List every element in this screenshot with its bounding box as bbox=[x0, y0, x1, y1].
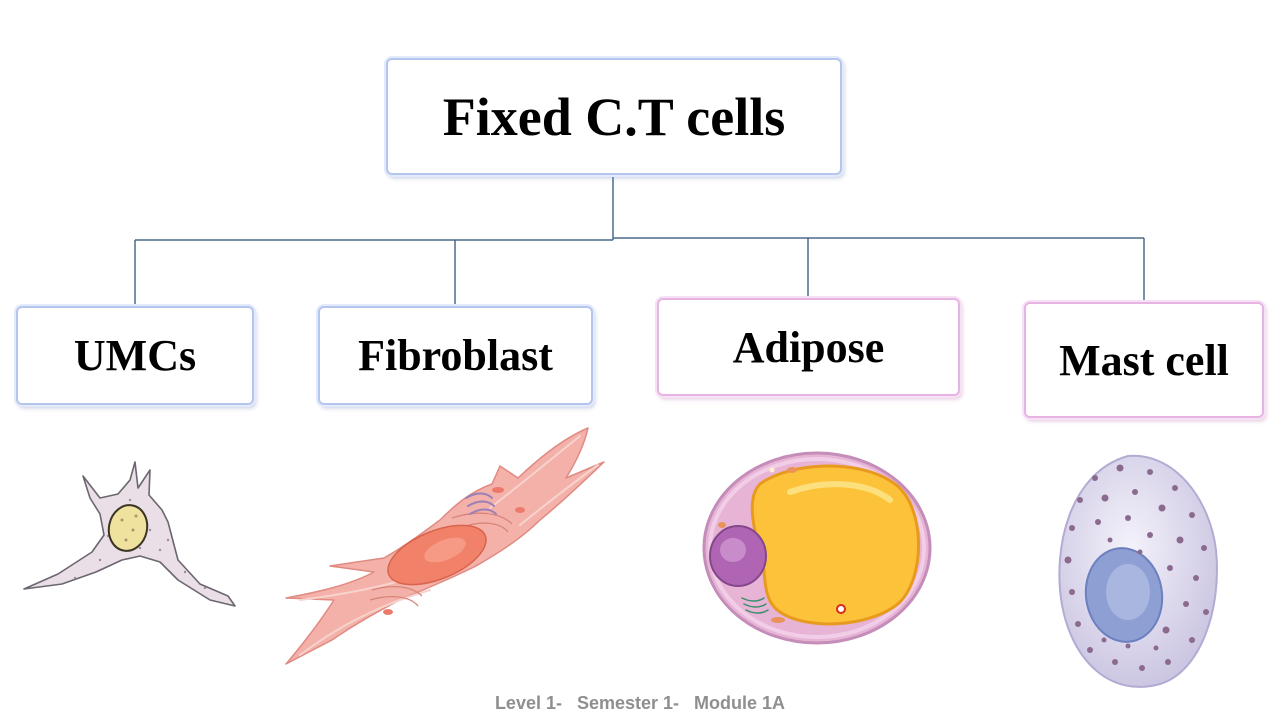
root-node-fixed-ct-cells: Fixed C.T cells bbox=[386, 58, 842, 175]
child-node-label: Fibroblast bbox=[358, 331, 553, 380]
root-node-label: Fixed C.T cells bbox=[442, 86, 786, 147]
child-node-adipose: Adipose bbox=[657, 298, 960, 396]
child-node-label: Mast cell bbox=[1059, 335, 1229, 385]
child-node-label: Adipose bbox=[732, 322, 885, 372]
child-node-fibroblast: Fibroblast bbox=[318, 306, 593, 405]
child-node-label: UMCs bbox=[73, 331, 197, 380]
child-node-umcs: UMCs bbox=[16, 306, 254, 405]
footer-module-label: Level 1- Semester 1- Module 1A bbox=[494, 693, 786, 713]
child-node-mast-cell: Mast cell bbox=[1024, 302, 1264, 418]
